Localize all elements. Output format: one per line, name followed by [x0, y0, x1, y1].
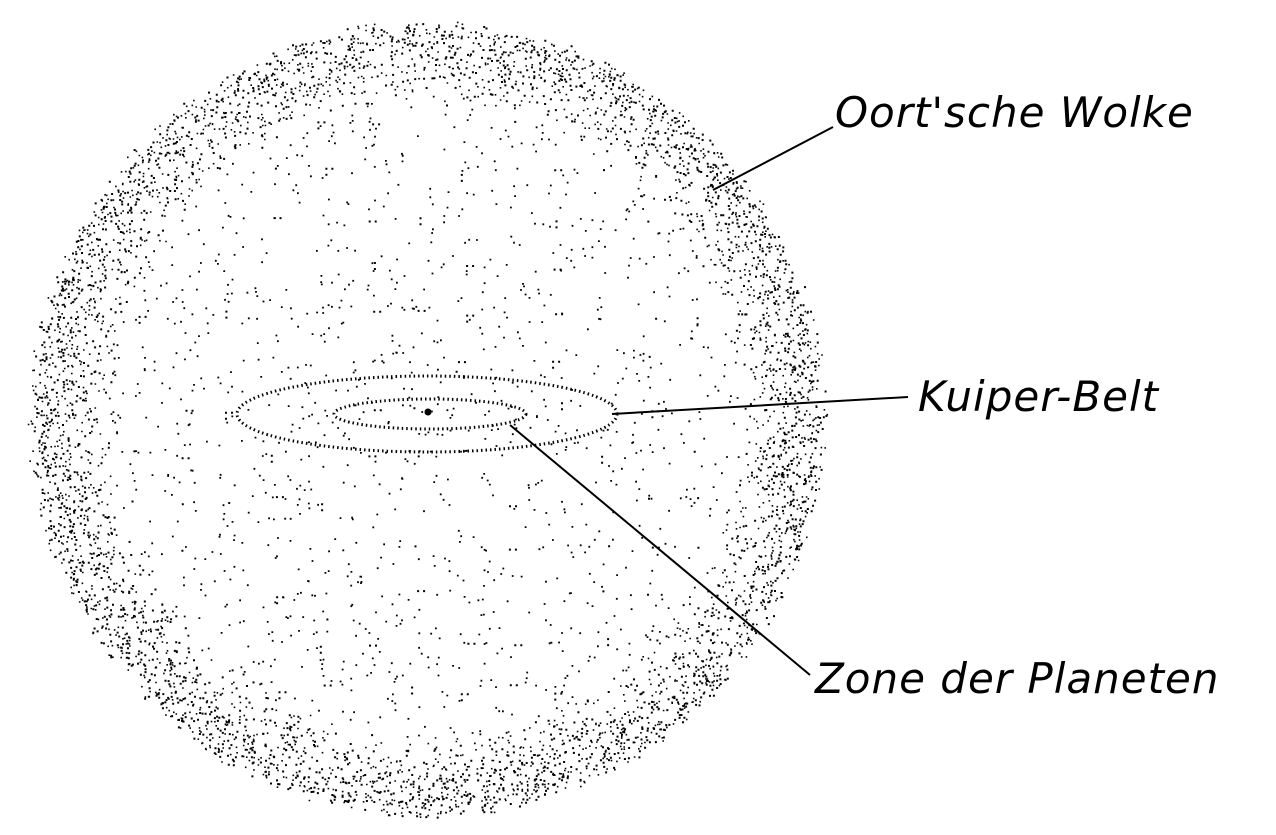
planet-zone-leader-line [510, 425, 810, 675]
planet-zone-label: Zone der Planeten [815, 658, 1220, 700]
sun-dot [425, 409, 432, 416]
oort-cloud-leader-line [713, 127, 833, 190]
oort-cloud-stipple [28, 22, 828, 819]
oort-cloud-sphere [28, 22, 828, 819]
kuiper-belt-leader-line [612, 397, 908, 414]
oort-cloud-label: Oort'sche Wolke [835, 92, 1194, 134]
kuiper-belt-label: Kuiper-Belt [918, 376, 1159, 418]
